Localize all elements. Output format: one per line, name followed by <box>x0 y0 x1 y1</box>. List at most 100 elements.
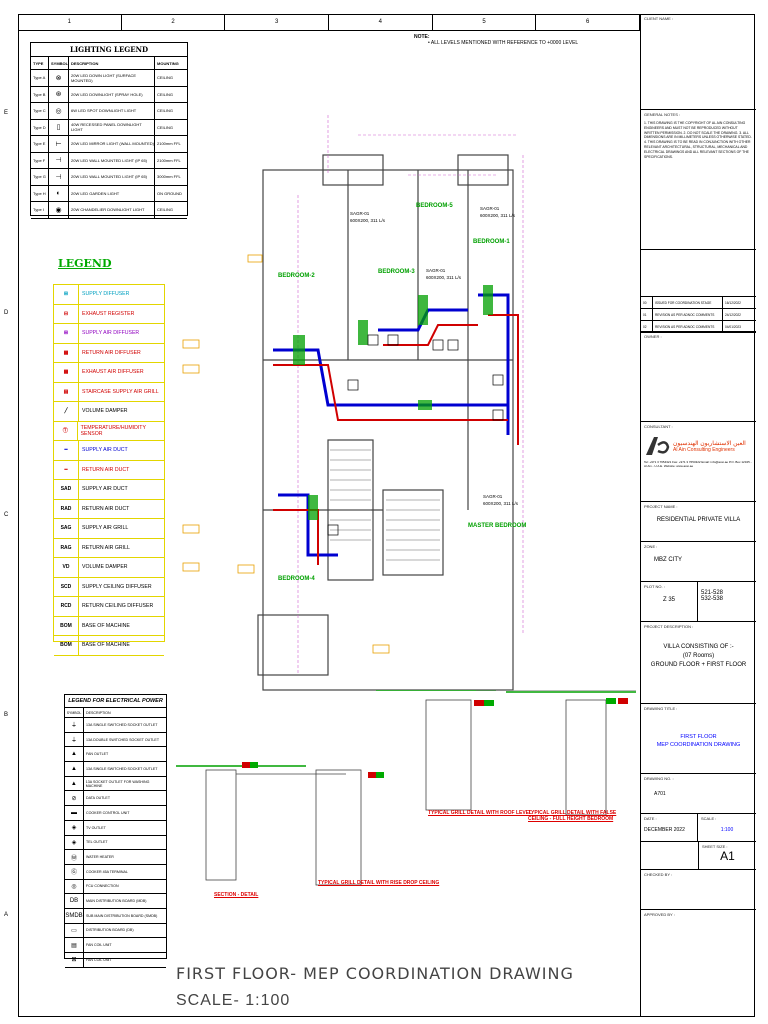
lighting-mount: CEILING <box>157 124 174 130</box>
legend-symbol-icon: BOM <box>54 636 79 655</box>
electrical-legend-row: ▬COOKER CONTROL UNIT <box>65 806 166 821</box>
electrical-desc: SUB MAIN DISTRIBUTION BOARD (SMDB) <box>86 913 158 918</box>
lighting-desc: 20W LED DOWN LIGHT (SURFACE MOUNTED) <box>69 70 155 86</box>
lighting-mount: CEILING <box>157 91 174 97</box>
legend-row: ▦EXHAUST AIR DIFFUSER <box>54 363 164 383</box>
tb-checked: CHECKED BY : <box>641 870 756 910</box>
electrical-legend-row: ▭DISTRIBUTION BOARD (DB) <box>65 923 166 939</box>
legend-row: ▦RETURN AIR DIFFUSER <box>54 343 164 363</box>
stairs <box>330 449 440 561</box>
note-title: NOTE: <box>414 34 430 40</box>
electrical-symbol-icon: Ⓖ <box>65 864 84 879</box>
lighting-legend-row: Type D▯40W RECESSED PANEL DOWNLIGHT LIGH… <box>31 119 187 136</box>
tb-plot: PLOT NO. : Z 35 521-528 532-538 <box>641 582 756 622</box>
tb-client-label: CLIENT NAME : <box>644 16 674 21</box>
legend-symbol-icon: RAD <box>54 499 79 518</box>
legend-title: LEGEND <box>58 257 112 270</box>
grid-col-3: 3 <box>225 14 330 30</box>
electrical-symbol-icon: ◎ <box>65 879 84 894</box>
electrical-desc: 13A SOCKET OUTLET FOR WASHING MACHINE <box>85 779 150 788</box>
unit-sagr-3: SAGR-01 <box>480 206 500 211</box>
title-block: CLIENT NAME : GENERAL NOTES : 1. THIS DR… <box>640 14 756 1017</box>
lighting-legend: LIGHTING LEGEND TYPE SYMBOL DESCRIPTION … <box>30 42 188 219</box>
detail-caption-drop-ceiling: TYPICAL GRILL DETAIL WITH RISE DROP CEIL… <box>318 880 440 886</box>
floor-plan: BEDROOM-2 BEDROOM-3 BEDROOM-1 BEDROOM-5 … <box>182 115 526 691</box>
green-equipment <box>293 285 493 520</box>
lighting-desc: 20W LED GARDEN LIGHT <box>69 185 155 201</box>
lighting-mount: ON GROUND <box>157 190 182 196</box>
el-header-desc: DESCRIPTION <box>86 710 111 715</box>
grid-col-2: 2 <box>122 14 226 30</box>
legend-symbol-icon: RCD <box>54 597 79 616</box>
tb-sector: Z 35 <box>662 597 675 603</box>
electrical-symbol-icon: ⏚ <box>65 718 84 732</box>
electrical-symbol-icon: ▤ <box>65 938 84 952</box>
lighting-desc: 20W LED WALL MOUNTED LIGHT (IP 65) <box>69 152 155 168</box>
legend-label: RETURN CEILING DIFFUSER <box>82 603 154 610</box>
company-contact: Tel: +971 3 7654321 Fax: +971 3 7654322 … <box>644 460 752 468</box>
electrical-legend-row: ⏚13A DOUBLE SWITCHED SOCKET OUTLET <box>65 732 166 748</box>
tb-scale-label: SCALE : <box>701 816 717 821</box>
tb-zone-value: MBZ CITY <box>654 557 682 563</box>
revision-date: 24/12/2022 <box>725 312 741 317</box>
tb-owner-label: OWNER : <box>644 334 662 339</box>
legend-label: TEMPERATURE/HUMIDITY SENSOR <box>80 424 146 437</box>
legend-label: SUPPLY AIR DUCT <box>82 447 128 454</box>
room-bedroom-1: BEDROOM-1 <box>473 239 510 245</box>
revision-no: 01 <box>641 309 653 320</box>
tb-project-label: PROJECT NAME : <box>644 504 678 509</box>
tb-checked-label: CHECKED BY : <box>644 872 673 877</box>
electrical-symbol-icon: ◈ <box>65 835 84 850</box>
tb-consultant: CONSULTANT : العين الاستشاريون الهندسيون… <box>641 422 756 502</box>
grid-row-e: E <box>4 110 9 116</box>
electrical-legend-row: ◎FCU CONNECTION <box>65 879 166 895</box>
electrical-symbol-icon: ▲ <box>65 747 84 762</box>
tb-zone-label: ZONE : <box>644 544 658 549</box>
electrical-symbol-icon: ▲ <box>65 762 84 776</box>
lighting-symbol: ⊗ <box>49 70 69 86</box>
legend-label: EXHAUST REGISTER <box>82 310 135 317</box>
legend-symbol-icon: BOM <box>54 616 79 635</box>
legend-row: ╱VOLUME DAMPER <box>54 402 164 422</box>
tb-sheet-size: A1 <box>720 849 735 863</box>
electrical-legend-row: ▲13A SINGLE SWITCHED SOCKET OUTLET <box>65 762 166 777</box>
tb-drawing-title-2: MEP COORDINATION DRAWING <box>656 742 741 748</box>
legend-label: BASE OF MACHINE <box>82 622 130 629</box>
legend-label: SUPPLY AIR DUCT <box>82 486 128 493</box>
electrical-legend-row: ▤FAN COIL UNIT <box>65 938 166 953</box>
electrical-legend: LEGEND FOR ELECTRICAL POWER SYMBOL DESCR… <box>64 694 167 968</box>
lighting-mount: 2100mm FFL <box>157 141 181 147</box>
company-logo: العين الاستشاريون الهندسيون Al Ain Consu… <box>644 435 753 457</box>
tb-description: PROJECT DESCRIPTION : VILLA CONSISTING O… <box>641 622 756 704</box>
lighting-mount: CEILING <box>157 75 174 81</box>
lighting-mount: CEILING <box>157 108 174 114</box>
grid-row-b: B <box>4 712 9 718</box>
legend-symbol-icon: VD <box>54 558 79 577</box>
tb-date-label: DATE : <box>644 816 657 821</box>
tb-consultant-label: CONSULTANT : <box>644 424 673 429</box>
electrical-symbol-icon: ⊠ <box>65 953 84 967</box>
unit-sagr-3-spec: 600X200, 311 L/s <box>480 213 516 218</box>
electrical-desc: COOKER CONTROL UNIT <box>86 810 130 815</box>
hvac-legend: ⊞SUPPLY DIFFUSER⊟EXHAUST REGISTER⊞SUPPLY… <box>53 284 165 656</box>
revision-desc: REVISION AS PER ADNOC COMMENTS <box>653 321 723 332</box>
electrical-symbol-icon: ▲ <box>65 776 84 791</box>
tb-desc-label: PROJECT DESCRIPTION : <box>644 624 694 629</box>
tb-sheet-label: SHEET SIZE : <box>702 844 728 849</box>
lighting-symbol: ◎ <box>49 103 69 119</box>
grid-columns: 1 2 3 4 5 6 <box>18 14 641 31</box>
legend-symbol-icon: Ⓣ <box>54 421 78 440</box>
electrical-symbol-icon: ▭ <box>65 923 84 938</box>
tb-drawing-no: DRAWING NO. : A701 <box>641 774 756 814</box>
drawing-scale: SCALE- 1:100 <box>176 992 291 1009</box>
electrical-legend-row: ⊘DATA OUTLET <box>65 791 166 807</box>
electrical-legend-header: SYMBOL DESCRIPTION <box>65 708 166 718</box>
electrical-desc: TEL OUTLET <box>86 840 108 845</box>
room-bedroom-2: BEDROOM-2 <box>278 273 315 279</box>
legend-row: ━RETURN AIR DUCT <box>54 460 164 480</box>
